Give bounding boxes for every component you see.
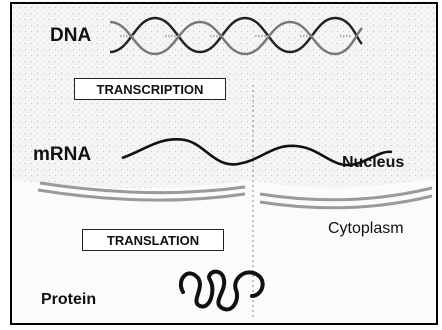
protein-label: Protein (41, 291, 96, 309)
protein-chain (181, 272, 263, 310)
nucleus-label: Nucleus (342, 154, 404, 172)
nuclear-membrane-right (260, 188, 432, 208)
translation-box: TRANSLATION (82, 229, 224, 251)
cytoplasm-label: Cytoplasm (328, 220, 404, 238)
mrna-label: mRNA (33, 144, 91, 166)
transcription-box: TRANSCRIPTION (74, 78, 226, 100)
dna-label: DNA (50, 25, 91, 47)
